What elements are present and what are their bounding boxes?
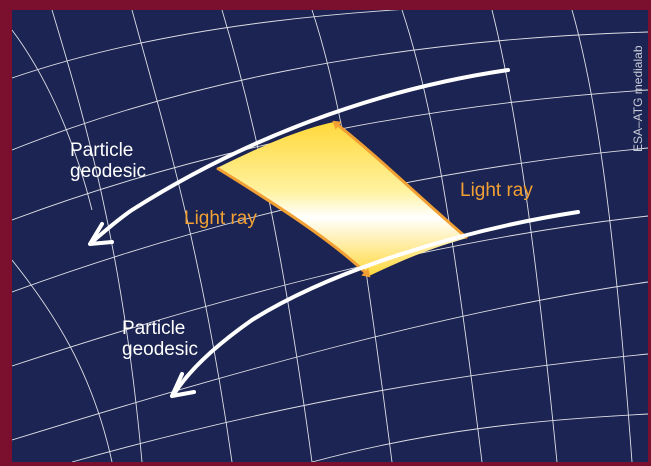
particle-geodesic-upper-arrowhead (88, 222, 114, 246)
spacetime-diagram: Particle geodesic Particle geodesic Ligh… (12, 10, 648, 462)
light-ray-left-label: Light ray (184, 208, 257, 229)
particle-geodesic-lower-label: Particle geodesic (122, 318, 198, 360)
particle-geodesic-upper-label: Particle geodesic (70, 140, 146, 182)
light-ray-right-line (332, 120, 468, 240)
light-ray-right-label: Light ray (460, 180, 533, 201)
particle-geodesic-lower-arrowhead (170, 372, 196, 398)
spacetime-grid (12, 10, 648, 462)
particle-geodesic-lower-line (172, 210, 580, 396)
light-band (217, 122, 467, 276)
credit-text: ESA–ATG medialab (631, 45, 645, 152)
light-ray-left-line (216, 166, 371, 278)
particle-geodesic-upper-line (90, 68, 510, 244)
